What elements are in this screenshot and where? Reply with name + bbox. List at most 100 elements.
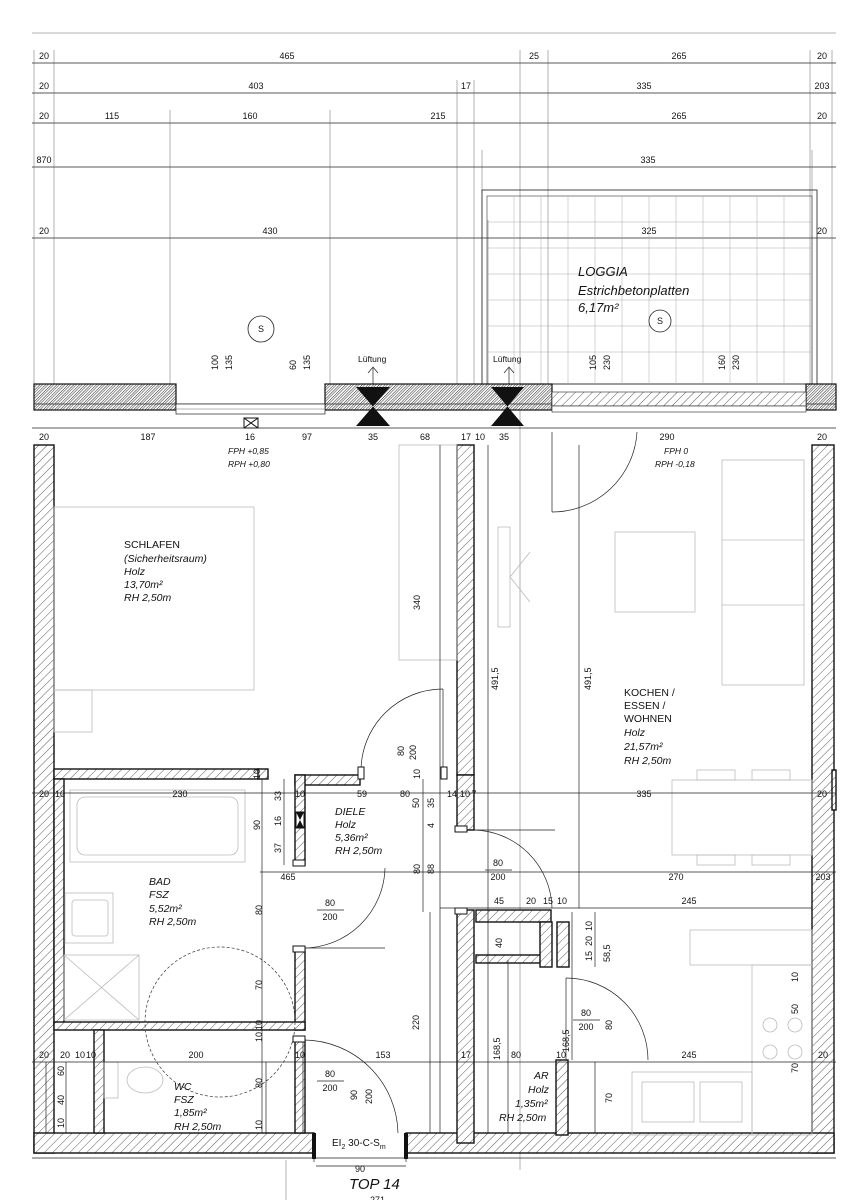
dim-text: 20 <box>818 1050 828 1060</box>
loggia-floor: Estrichbetonplatten <box>578 283 689 298</box>
dim-text: 491,5 <box>583 667 593 690</box>
dim-text: 20 <box>39 111 49 121</box>
dim-text: 20 <box>817 789 827 799</box>
dim-text: 10 <box>252 769 262 779</box>
mid-row-dims: 465 270 203 <box>280 872 830 882</box>
room-name: ESSEN / <box>624 700 666 712</box>
room-ar: AR Holz 1,35m² RH 2,50m <box>499 1070 550 1124</box>
dim-text: 20 <box>39 226 49 236</box>
dim-text: 153 <box>375 1050 390 1060</box>
loggia-area: LOGGIA Estrichbetonplatten 6,17m² S <box>481 189 818 385</box>
dim-text: 220 <box>411 1015 421 1030</box>
door-height: 200 <box>322 1083 337 1093</box>
dim-text: 335 <box>636 789 651 799</box>
dim-text: 20 <box>584 936 594 946</box>
room-height: RH 2,50m <box>174 1121 222 1133</box>
lueftung-label: Lüftung <box>493 354 522 364</box>
rph-label-2: RPH -0,18 <box>655 459 695 469</box>
dim-text: 10 <box>584 921 594 931</box>
dim-text: 10 <box>254 1120 264 1130</box>
dim-text: 230 <box>172 789 187 799</box>
dim-text: 58,5 <box>602 944 612 962</box>
dim-text: 20 <box>39 81 49 91</box>
dim-text: 187 <box>140 432 155 442</box>
dim-text: 17 <box>461 1050 471 1060</box>
door-width: 80 <box>325 1069 335 1079</box>
dimension-chains-top <box>32 50 836 1170</box>
dim-text: 88 <box>426 864 436 874</box>
dim-text: 60 <box>288 360 298 370</box>
dim-text: 16 <box>273 816 283 826</box>
dim-text: 4 <box>426 823 436 828</box>
loggia-name: LOGGIA <box>578 264 628 279</box>
dim-text: 80 <box>604 1020 614 1030</box>
room-area: 1,85m² <box>174 1107 207 1119</box>
door-width: 80 <box>581 1008 591 1018</box>
room-floor: FSZ <box>174 1094 194 1106</box>
room-area: 5,36m² <box>335 832 368 844</box>
dim-text: 59 <box>357 789 367 799</box>
room-floor: FSZ <box>149 889 169 901</box>
room-name: WOHNEN <box>624 713 672 725</box>
dim-text: 200 <box>408 745 418 760</box>
room-sub: (Sicherheitsraum) <box>124 553 207 565</box>
wc-row-dims: 20 20 10 10 200 10 153 17 80 10 245 20 <box>39 1050 828 1060</box>
room-floor: Holz <box>624 727 646 739</box>
dim-text: 90 <box>355 1164 365 1174</box>
dim-text: 10 <box>475 432 485 442</box>
room-diele: DIELE Holz 5,36m² RH 2,50m <box>335 806 383 857</box>
dim-text: 40 <box>56 1095 66 1105</box>
exterior-wall-top <box>33 383 837 429</box>
dim-text: 68 <box>420 432 430 442</box>
room-height: RH 2,50m <box>624 755 672 767</box>
s-symbol-loggia: S <box>657 316 663 326</box>
fire-door-m: m <box>380 1144 386 1151</box>
dim-text: 168,5 <box>561 1029 571 1052</box>
dim-text: 17 <box>461 81 471 91</box>
dim-text: 215 <box>430 111 445 121</box>
bad-row-dims: 20 10 230 10 59 80 14 10 7 335 20 <box>39 789 827 799</box>
fph-label-2: FPH 0 <box>664 446 688 456</box>
bottom-dims: 90 <box>355 1164 365 1174</box>
dim-text: 10 <box>412 769 422 779</box>
dim-text: 10 <box>790 972 800 982</box>
dim-text: 203 <box>814 81 829 91</box>
dim-text: 17 <box>461 432 471 442</box>
room-area: 1,35m² <box>515 1098 548 1110</box>
dim-text: 270 <box>668 872 683 882</box>
dim-text: 80 <box>396 746 406 756</box>
room-height: RH 2,50m <box>149 916 197 928</box>
dim-text: 10 <box>295 1050 305 1060</box>
dim-text: 10 <box>55 789 65 799</box>
doors <box>144 431 649 1162</box>
room-floor: Holz <box>528 1084 550 1096</box>
room-bad: BAD FSZ 5,52m² RH 2,50m <box>149 876 197 928</box>
dim-text: 20 <box>817 432 827 442</box>
room-wc: WC FSZ 1,85m² RH 2,50m <box>174 1081 222 1133</box>
dim-text: 50 <box>790 1004 800 1014</box>
dim-text: 10 <box>295 789 305 799</box>
dim-text: 33 <box>273 791 283 801</box>
room-name: DIELE <box>335 806 366 818</box>
furniture <box>53 444 813 1136</box>
dim-text: 90 <box>349 1090 359 1100</box>
dim-text: 230 <box>602 355 612 370</box>
dim-text: 14 <box>447 789 457 799</box>
dim-text: 20 <box>817 51 827 61</box>
dim-text: 430 <box>262 226 277 236</box>
dim-text: 340 <box>412 595 422 610</box>
room-floor: Holz <box>335 819 357 831</box>
dim-text: 135 <box>302 355 312 370</box>
dim-text: 70 <box>254 980 264 990</box>
dim-text: 20 <box>39 432 49 442</box>
room-height: RH 2,50m <box>499 1112 547 1124</box>
dim-text: 200 <box>364 1089 374 1104</box>
dim-text: 870 <box>36 155 51 165</box>
dim-row-4: 870 335 <box>36 155 655 165</box>
dim-text: 70 <box>790 1063 800 1073</box>
dim-text: 335 <box>636 81 651 91</box>
dim-text: 70 <box>604 1093 614 1103</box>
dim-text: 203 <box>815 872 830 882</box>
dim-text: 200 <box>188 1050 203 1060</box>
